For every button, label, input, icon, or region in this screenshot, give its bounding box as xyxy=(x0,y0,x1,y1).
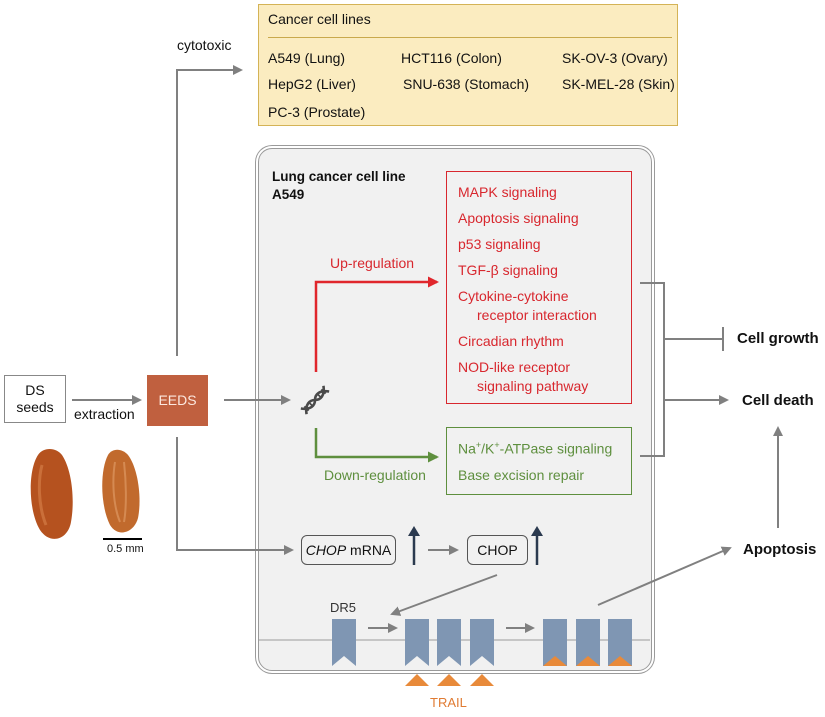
cell-death-label: Cell death xyxy=(742,392,814,409)
chop-up-arrowhead xyxy=(531,526,543,536)
mrna-text: mRNA xyxy=(346,542,392,558)
down-regulated-pathways-box xyxy=(446,427,632,495)
cell-line-item: A549 (Lung) xyxy=(268,50,346,66)
dr5-receptor xyxy=(437,619,461,666)
chop-gene-text: CHOP xyxy=(305,542,347,558)
cytotoxic-arrow xyxy=(176,65,243,356)
cell-line-item: HepG2 (Liver) xyxy=(268,76,356,92)
ds-seeds-box: DS seeds xyxy=(4,375,66,423)
cell-line-item: HCT116 (Colon) xyxy=(401,50,502,66)
apoptosis-label: Apoptosis xyxy=(743,541,817,558)
dr5-receptors xyxy=(332,619,632,686)
ds-seeds-line1: DS xyxy=(25,382,45,398)
chop-mrna-up-arrowhead xyxy=(408,526,420,536)
na-text: Na xyxy=(458,440,476,457)
trail-label: TRAIL xyxy=(430,695,467,710)
extraction-label: extraction xyxy=(74,406,135,422)
eeds-to-chop-arrow xyxy=(176,437,294,555)
ds-seeds-line2: seeds xyxy=(16,399,54,415)
pathway-item: Cytokine-cytokine xyxy=(458,288,569,304)
k-text: /K xyxy=(481,440,495,457)
pathway-item: Base excision repair xyxy=(458,467,585,483)
up-regulation-arrow xyxy=(314,276,439,372)
trail-ligand xyxy=(405,674,429,686)
cell-line-item: SK-MEL-28 (Skin) xyxy=(562,76,675,92)
pathway-item: MAPK signaling xyxy=(458,184,557,200)
down-regulation-label: Down-regulation xyxy=(324,467,426,483)
pathway-item: p53 signaling xyxy=(458,236,541,252)
chop-protein-node: CHOP xyxy=(467,535,528,565)
pathway-item: Circadian rhythm xyxy=(458,333,564,349)
na-charge: + xyxy=(475,440,482,450)
atpase-text: -ATPase signaling xyxy=(499,440,613,457)
k-charge: + xyxy=(494,440,500,450)
dr5-receptor xyxy=(576,619,600,666)
a549-panel xyxy=(258,148,652,671)
cell-growth-label: Cell growth xyxy=(737,330,819,347)
dr5-receptor xyxy=(332,619,356,666)
dr5-receptor xyxy=(543,619,567,666)
a549-panel-title: Lung cancer cell line A549 xyxy=(272,168,406,204)
trail-ligand xyxy=(437,674,461,686)
dr5-receptor xyxy=(405,619,429,666)
pathway-item-continued: signaling pathway xyxy=(477,378,589,394)
pathway-item: NOD-like receptor xyxy=(458,359,571,375)
dr5-label: DR5 xyxy=(330,600,357,615)
up-regulated-pathways-box xyxy=(446,171,632,404)
dr5-receptor xyxy=(608,619,632,666)
seed-image-1 xyxy=(30,449,73,539)
pathway-item: Na+/K+-ATPase signaling xyxy=(458,440,612,457)
eeds-box: EEDS xyxy=(147,375,208,426)
cell-line-item: SNU-638 (Stomach) xyxy=(403,76,530,92)
pathway-item: Apoptosis signaling xyxy=(458,210,579,226)
trail-ligand-bound xyxy=(576,656,600,666)
trail-ligand xyxy=(470,674,494,686)
receptor-to-apoptosis-arrow xyxy=(597,546,732,606)
chop-mrna-node: CHOP mRNA xyxy=(301,535,396,565)
cancer-cell-lines-divider xyxy=(268,37,672,38)
a549-title-line1: Lung cancer cell line xyxy=(272,169,406,184)
pathway-bracket xyxy=(640,282,665,457)
up-regulation-label: Up-regulation xyxy=(330,255,415,271)
pathway-item-continued: receptor interaction xyxy=(477,307,597,323)
cytotoxic-label: cytotoxic xyxy=(177,37,232,53)
trail-ligand-bound xyxy=(608,656,632,666)
dna-icon xyxy=(300,385,330,415)
chop-to-dr5-arrow xyxy=(390,574,498,616)
cancer-cell-lines-box xyxy=(258,4,678,126)
dr5-receptor xyxy=(470,619,494,666)
seed-image-2 xyxy=(102,449,140,533)
cell-line-item: PC-3 (Prostate) xyxy=(268,104,366,120)
cancer-cell-lines-title: Cancer cell lines xyxy=(268,11,371,27)
a549-title-line2: A549 xyxy=(272,187,305,202)
pathway-item: TGF-β signaling xyxy=(458,262,558,278)
down-regulation-arrow xyxy=(314,428,439,463)
trail-ligand-bound xyxy=(543,656,567,666)
cell-line-item: SK-OV-3 (Ovary) xyxy=(562,50,668,66)
scale-bar-label: 0.5 mm xyxy=(107,543,144,555)
